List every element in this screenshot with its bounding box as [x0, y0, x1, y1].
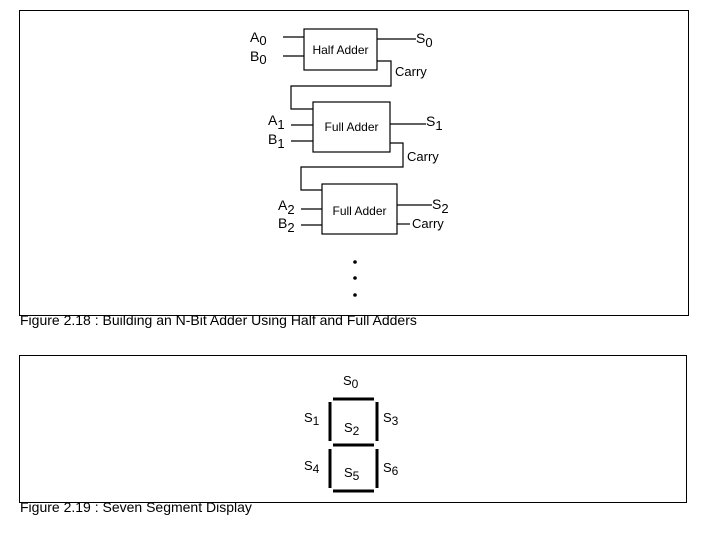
half-adder-input-b: B0: [250, 48, 267, 67]
display-figure-caption: Figure 2.19 : Seven Segment Display: [20, 499, 252, 515]
full-adder-1-box: [312, 101, 391, 153]
adder-figure-caption: Figure 2.18 : Building an N-Bit Adder Us…: [20, 312, 417, 328]
half-adder-carry-wire: [290, 60, 392, 110]
half-adder-box: [303, 28, 378, 71]
full-adder-1-label: Full Adder: [324, 120, 378, 134]
full-adder-2-input-a: A2: [278, 197, 295, 217]
full-adder-2-sum-label: S2: [432, 196, 449, 216]
segment-s1-label: S1: [304, 410, 320, 428]
continuation-dot: [353, 276, 357, 280]
full-adder-2-input-b: B2: [278, 215, 295, 235]
half-adder-input-a: A0: [250, 29, 267, 48]
segment-s0-label: S0: [343, 373, 359, 391]
full-adder-1-input-b: B1: [268, 131, 285, 151]
segment-s3-label: S3: [383, 410, 399, 428]
display-figure-frame: [19, 355, 687, 503]
full-adder-1-carry-wire: [300, 142, 404, 191]
full-adder-1-carry-label: Carry: [407, 149, 439, 164]
continuation-dot: [353, 260, 357, 264]
half-adder-sum-label: S0: [416, 30, 433, 50]
half-adder-label: Half Adder: [312, 43, 368, 57]
adder-figure-frame: [19, 10, 689, 316]
full-adder-1-sum-label: S1: [426, 113, 443, 133]
half-adder-carry-label: Carry: [395, 64, 427, 79]
segment-s2-label: S2: [344, 420, 360, 438]
full-adder-2-label: Full Adder: [332, 204, 386, 218]
full-adder-2-carry-label: Carry: [412, 216, 444, 231]
segment-s5-label: S5: [344, 465, 360, 483]
segment-s6-label: S6: [383, 460, 399, 478]
full-adder-1-input-a: A1: [268, 112, 285, 132]
segment-s4-label: S4: [304, 458, 320, 476]
continuation-dot: [353, 293, 357, 297]
